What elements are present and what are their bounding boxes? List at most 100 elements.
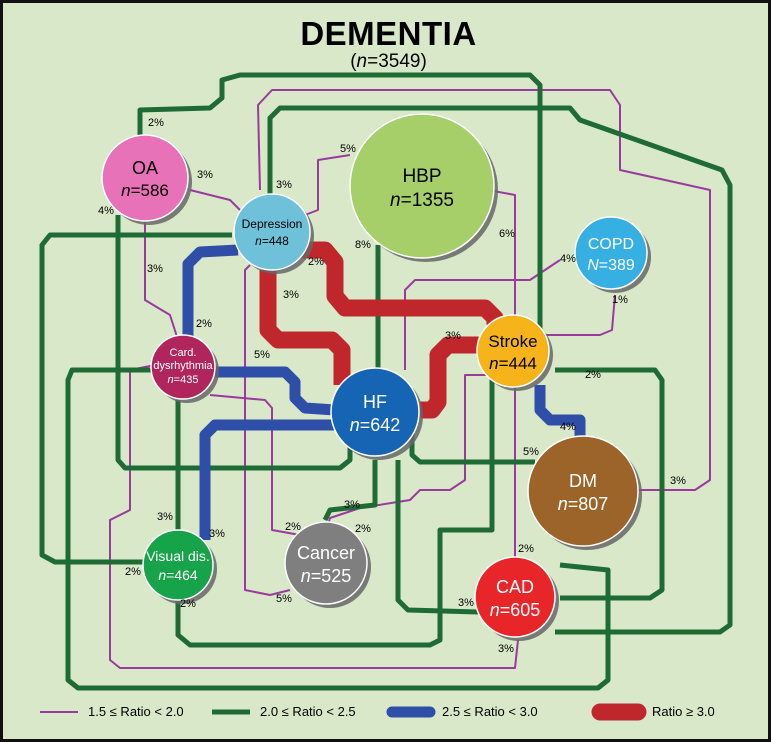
node-circle bbox=[101, 134, 189, 222]
edge-card-visual bbox=[109, 364, 519, 669]
edge-card-cad bbox=[65, 367, 611, 691]
node-stroke: Stroke n=444 bbox=[476, 314, 553, 391]
edge-oa-depression bbox=[189, 189, 241, 211]
edge-depression-cancer bbox=[244, 264, 291, 596]
node-circle bbox=[476, 314, 550, 388]
edge-stroke-visual bbox=[175, 375, 495, 648]
node-count: n=1355 bbox=[390, 190, 454, 211]
edge-percent-label: 3% bbox=[147, 263, 163, 275]
node-oa: OA n=586 bbox=[101, 134, 192, 225]
edge-percent-label: 3% bbox=[344, 499, 360, 511]
edge-percent-label: 3% bbox=[458, 597, 474, 609]
node-count: n=435 bbox=[168, 374, 199, 386]
node-hbp: HBP n=1355 bbox=[349, 113, 498, 262]
node-label: CAD bbox=[496, 577, 534, 597]
node-cad: CAD n=605 bbox=[474, 556, 559, 641]
edge-percent-label: 2% bbox=[125, 566, 141, 578]
edge-hf-stroke bbox=[420, 336, 485, 419]
edge-stroke-dm3 bbox=[534, 385, 586, 440]
edge-depression-dm bbox=[257, 89, 711, 491]
edge-oa-hf bbox=[115, 215, 353, 471]
node-label: Visual dis. bbox=[146, 548, 210, 564]
edge-percent-label: 3% bbox=[670, 475, 686, 487]
node-circle bbox=[142, 529, 214, 601]
node-circle bbox=[330, 367, 420, 457]
node-label: Depression bbox=[242, 217, 303, 231]
node-label: Stroke bbox=[488, 332, 537, 351]
edge-depression-hf bbox=[259, 270, 351, 385]
edge-hf-visual bbox=[199, 419, 345, 540]
edge-percent-label: 3% bbox=[197, 169, 213, 181]
node-circle bbox=[233, 193, 311, 271]
diagram-title: DEMENTIA bbox=[300, 15, 477, 52]
legend-label-tier4: Ratio ≥ 3.0 bbox=[652, 704, 715, 719]
edge-depression-visual bbox=[39, 232, 232, 565]
edge-percent-label: 2% bbox=[355, 523, 371, 535]
edge-percent-label: 2% bbox=[308, 256, 324, 268]
node-label: COPD bbox=[588, 236, 634, 253]
legend-label-tier2: 2.0 ≤ Ratio < 2.5 bbox=[260, 704, 356, 719]
edge-percent-label: 3% bbox=[276, 179, 292, 191]
node-label: OA bbox=[132, 158, 158, 178]
node-cancer: Cancer n=525 bbox=[284, 521, 371, 608]
node-circle bbox=[150, 334, 216, 400]
edge-stroke-dm bbox=[555, 367, 665, 601]
edge-percent-label: 2% bbox=[285, 521, 301, 533]
diagram-subtitle: (n=3549) bbox=[350, 51, 427, 72]
edge-hf-dm bbox=[409, 430, 535, 465]
node-count: n=444 bbox=[489, 354, 537, 373]
node-dm: DM n=807 bbox=[527, 435, 642, 550]
node-circle bbox=[527, 435, 639, 547]
legend-label-tier3: 2.5 ≤ Ratio < 3.0 bbox=[442, 704, 538, 719]
node-label: dysrhythmia bbox=[153, 360, 213, 372]
edge-copd-stroke bbox=[545, 294, 616, 336]
node-circle bbox=[474, 556, 556, 638]
edge-percent-label: 8% bbox=[355, 239, 371, 251]
edge-percent-label: 4% bbox=[560, 253, 576, 265]
edge-depression-card bbox=[182, 244, 239, 340]
node-count: n=448 bbox=[255, 234, 289, 248]
edge-percent-label: 5% bbox=[276, 593, 292, 605]
edge-percent-label: 5% bbox=[254, 349, 270, 361]
node-label: Cancer bbox=[297, 543, 355, 563]
edge-oa-stroke bbox=[137, 72, 543, 335]
node-label: DM bbox=[569, 471, 597, 491]
edge-percent-label: 3% bbox=[283, 289, 299, 301]
node-label: HBP bbox=[402, 166, 441, 187]
node-visual: Visual dis. n=464 bbox=[142, 529, 217, 604]
edge-card-hf bbox=[215, 366, 336, 416]
edge-percent-label: 4% bbox=[98, 205, 114, 217]
node-count: n=807 bbox=[558, 494, 609, 514]
edge-percent-label: 2% bbox=[148, 117, 164, 129]
edge-percent-label: 5% bbox=[340, 143, 356, 155]
edge-percent-label: 6% bbox=[499, 228, 515, 240]
edge-percent-label: 2% bbox=[180, 598, 196, 610]
legend: 1.5 ≤ Ratio < 2.0 2.0 ≤ Ratio < 2.5 2.5 … bbox=[40, 703, 715, 721]
node-count: n=464 bbox=[158, 567, 198, 583]
node-count: n=586 bbox=[121, 181, 169, 200]
node-depression: Depression n=448 bbox=[233, 193, 314, 274]
edge-percent-label: 1% bbox=[612, 294, 628, 306]
node-count: n=605 bbox=[490, 600, 541, 620]
edge-percent-label: 5% bbox=[523, 446, 539, 458]
edge-hf-cancer bbox=[322, 460, 378, 522]
edge-depression-hbp bbox=[304, 154, 351, 216]
edge-percent-label: 2% bbox=[518, 543, 534, 555]
node-count: n=642 bbox=[350, 415, 401, 435]
edge-percent-label: 3% bbox=[209, 528, 225, 540]
node-circle bbox=[349, 113, 495, 259]
edge-stroke-cancer bbox=[327, 374, 495, 526]
node-label: HF bbox=[363, 392, 387, 412]
node-circle bbox=[284, 521, 368, 605]
node-count: n=525 bbox=[301, 566, 352, 586]
edge-hf-cad bbox=[395, 460, 479, 615]
edge-percent-label: 3% bbox=[498, 643, 514, 655]
edge-percent-label: 4% bbox=[560, 421, 576, 433]
edge-percent-label: 2% bbox=[585, 369, 601, 381]
edge-card-cancer bbox=[209, 394, 301, 536]
edge-percent-label: 3% bbox=[445, 330, 461, 342]
